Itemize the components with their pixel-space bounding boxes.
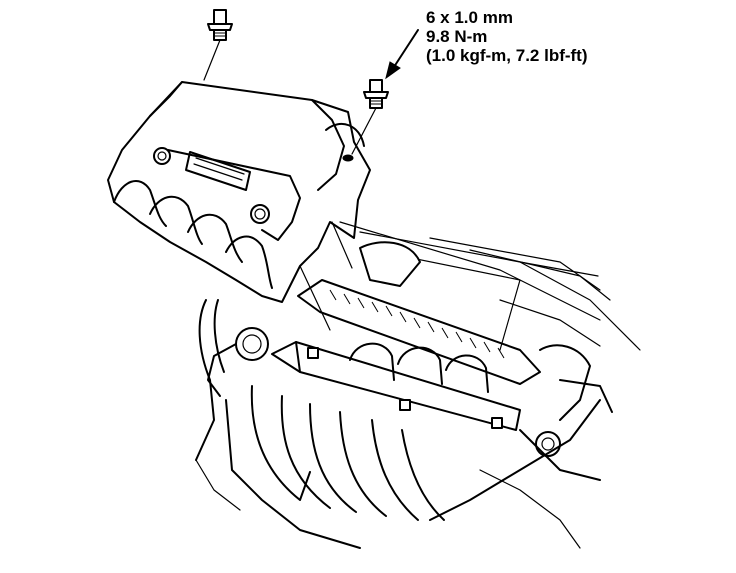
leader-line-left bbox=[203, 39, 221, 81]
engine-cover bbox=[107, 81, 371, 303]
engine-right-details bbox=[359, 241, 613, 549]
torque-spec-callout: 6 x 1.0 mm 9.8 N-m (1.0 kgf-m, 7.2 lbf-f… bbox=[426, 8, 588, 65]
bolt-left bbox=[207, 9, 233, 41]
engine-left-hoses bbox=[195, 299, 241, 511]
torque-imperial-text: (1.0 kgf-m, 7.2 lbf-ft) bbox=[426, 46, 588, 65]
intake-manifold bbox=[207, 279, 601, 549]
engine-bay-lines bbox=[359, 231, 641, 351]
bolt-size-text: 6 x 1.0 mm bbox=[426, 8, 513, 27]
torque-nm-text: 9.8 N-m bbox=[426, 27, 488, 46]
bolt-right bbox=[363, 79, 389, 109]
spec-arrow bbox=[385, 29, 419, 80]
alignment-lines bbox=[299, 221, 521, 351]
leader-line-right bbox=[351, 107, 377, 155]
